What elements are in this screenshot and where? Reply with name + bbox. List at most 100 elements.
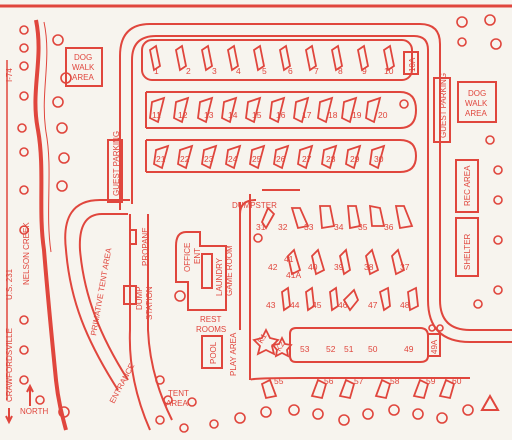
site-10a: 10A	[408, 57, 417, 72]
site-42: 42	[268, 262, 278, 272]
i74-label: I-74	[5, 68, 14, 82]
site-16: 16	[276, 110, 286, 120]
site-10a-box	[403, 51, 419, 75]
site-19: 19	[352, 110, 362, 120]
site-59: 59	[426, 376, 436, 386]
dump-station-line2: STATION	[145, 286, 154, 320]
shelter-label: SHELTER	[463, 233, 472, 270]
laundry-label: LAUNDRY	[215, 257, 224, 296]
site-32: 32	[278, 222, 288, 232]
nelson-creek	[33, 19, 68, 431]
shelter	[455, 217, 479, 277]
site-3: 3	[212, 66, 217, 76]
dump-station-box	[123, 285, 137, 305]
main-road-inner	[131, 35, 512, 343]
tent-area-line2: AREA	[166, 399, 188, 408]
site-25: 25	[252, 154, 262, 164]
dump-station-line1: DUMP	[135, 286, 144, 310]
rec-area	[455, 159, 479, 213]
site-5: 5	[262, 66, 267, 76]
office-label-line2: ENT	[193, 248, 202, 264]
site-37: 37	[400, 262, 410, 272]
dog-walk-left-line2: WALK	[72, 63, 95, 72]
site-12: 12	[178, 110, 188, 120]
site-60: 60	[452, 376, 462, 386]
site-22: 22	[180, 154, 190, 164]
site-row1-island	[141, 39, 413, 81]
propane-label: PROPANE	[141, 227, 150, 266]
dog-walk-right-line3: AREA	[465, 109, 487, 118]
site-24: 24	[228, 154, 238, 164]
site-53: 53	[300, 344, 310, 354]
office-inner-box	[201, 253, 213, 289]
site-35: 35	[358, 222, 368, 232]
guest-parking-right-label: GUEST PARKING	[439, 73, 448, 138]
site-8: 8	[338, 66, 343, 76]
site-56: 56	[324, 376, 334, 386]
site-k2: K2	[274, 340, 287, 353]
office-label-line1: OFFICE	[183, 243, 192, 272]
site-row2-island	[145, 91, 418, 129]
site-13: 13	[204, 110, 214, 120]
site-41: 41	[284, 254, 294, 264]
left-trees	[17, 25, 72, 418]
us231-label: U.S. 231	[5, 268, 14, 300]
site-11: 11	[152, 110, 161, 120]
dog-walk-area-left	[65, 47, 103, 87]
site-row2	[149, 96, 382, 124]
site-45: 45	[312, 300, 322, 310]
site-49a: 49A	[430, 339, 439, 354]
site-21: 21	[156, 154, 166, 164]
site-55: 55	[274, 376, 284, 386]
site-48: 48	[400, 300, 410, 310]
row7-tree-a	[428, 324, 436, 332]
site-7: 7	[314, 66, 319, 76]
north-arrow-icon	[26, 383, 34, 406]
site-30: 30	[374, 154, 384, 164]
site-36: 36	[384, 222, 394, 232]
site-row5	[287, 248, 406, 276]
site-9: 9	[362, 66, 367, 76]
propane-tank	[129, 229, 137, 245]
site-18: 18	[328, 110, 338, 120]
site-44: 44	[290, 300, 300, 310]
dog-walk-area-right	[457, 81, 497, 123]
site-51: 51	[344, 344, 354, 354]
play-area-label: PLAY AREA	[229, 332, 238, 376]
entrance-road-b	[147, 214, 173, 421]
site-58: 58	[390, 376, 400, 386]
site-27: 27	[302, 154, 312, 164]
site-46: 46	[338, 300, 348, 310]
site-41a: 41A	[286, 270, 301, 280]
site-23: 23	[204, 154, 214, 164]
site-29: 29	[350, 154, 360, 164]
rec-area-label: REC AREA	[463, 165, 472, 206]
pool-label: POOL	[209, 341, 218, 364]
north-label: NORTH	[20, 407, 49, 416]
site-47: 47	[368, 300, 378, 310]
site-row3	[153, 144, 386, 170]
office-building	[175, 231, 227, 311]
site-17: 17	[302, 110, 312, 120]
dog-walk-right-line2: WALK	[465, 99, 488, 108]
site-row7-island	[289, 327, 429, 363]
crawfordsville-arrow-icon	[5, 408, 13, 425]
site-20: 20	[378, 110, 388, 120]
site-10: 10	[384, 66, 394, 76]
site-15: 15	[252, 110, 262, 120]
row2-tree	[399, 99, 409, 109]
site-49: 49	[404, 344, 414, 354]
site-57: 57	[354, 376, 364, 386]
site-k1: K1	[256, 332, 269, 345]
site-31: 31	[256, 222, 266, 232]
site-49a-box	[427, 333, 441, 357]
tent-area-line1: TENT	[168, 389, 189, 398]
site-4: 4	[236, 66, 241, 76]
guest-parking-left-label: GUEST PARKING	[112, 131, 121, 196]
guest-parking-left	[107, 139, 123, 203]
site-2: 2	[186, 66, 191, 76]
crawfordsville-label: CRAWFORDSVILLE	[5, 328, 14, 402]
primitive-tent-road-inner	[78, 213, 129, 381]
site-40: 40	[308, 262, 318, 272]
